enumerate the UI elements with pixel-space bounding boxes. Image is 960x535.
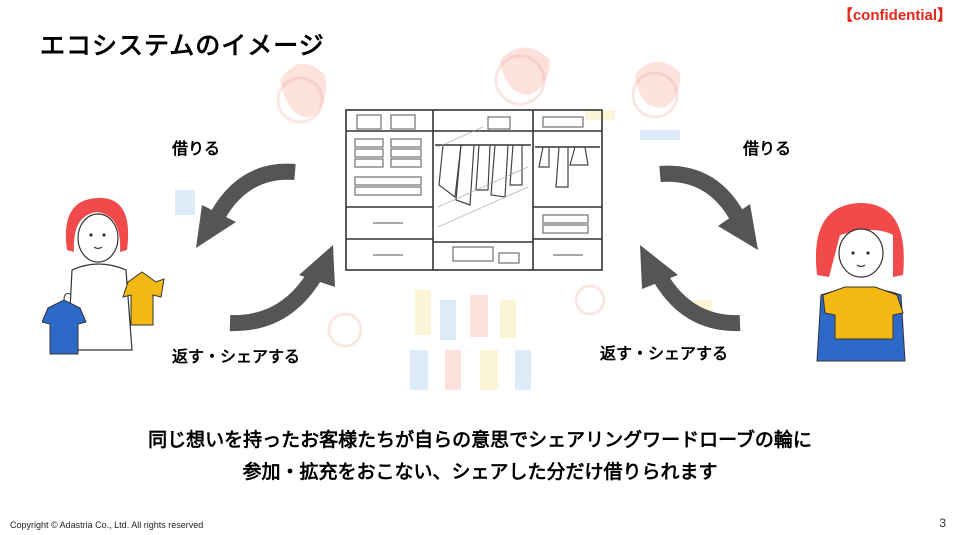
- arrow-icon: [640, 245, 741, 332]
- return-label-right: 返す・シェアする: [600, 344, 729, 363]
- arrow-icon: [659, 165, 758, 250]
- confidential-label: 【confidential】: [837, 7, 952, 24]
- arrow-icon: [196, 163, 296, 248]
- copyright-footer: Copyright © Adastria Co., Ltd. All right…: [10, 520, 204, 530]
- borrow-label-left: 借りる: [172, 139, 221, 158]
- person-illustration: [42, 197, 165, 355]
- caption-line-1: 同じ想いを持ったお客様たちが自らの意思でシェアリングワードローブの輪に: [148, 429, 812, 451]
- page-number: 3: [939, 516, 946, 530]
- arrow-icon: [229, 245, 335, 332]
- page-title: エコシステムのイメージ: [40, 31, 325, 60]
- wardrobe-illustration: [345, 109, 603, 271]
- person-illustration: [815, 203, 906, 362]
- caption-line-2: 参加・拡充をおこない、シェアした分だけ借りられます: [242, 461, 718, 483]
- return-label-left: 返す・シェアする: [172, 347, 301, 366]
- borrow-label-right: 借りる: [743, 139, 792, 158]
